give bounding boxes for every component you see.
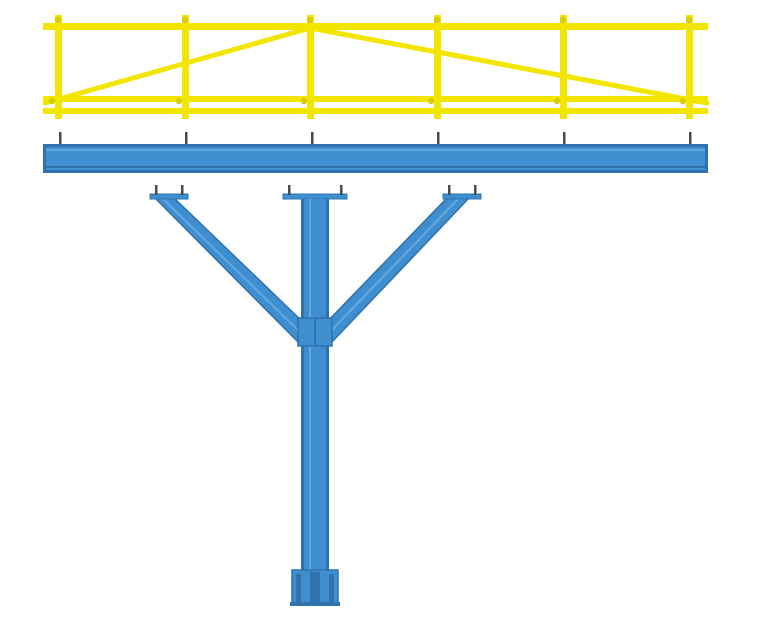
support-column bbox=[297, 199, 333, 599]
railing-post bbox=[560, 15, 567, 119]
railing-joints bbox=[48, 16, 693, 105]
right-cap-plate bbox=[442, 185, 482, 200]
railing-frame bbox=[42, 15, 710, 119]
railing-post bbox=[686, 15, 693, 119]
railing-bottom-rail bbox=[43, 108, 708, 114]
center-cap-plate bbox=[282, 185, 348, 200]
left-strut bbox=[153, 197, 307, 344]
anchor-bolt bbox=[437, 132, 440, 144]
right-strut bbox=[323, 197, 471, 344]
railing-mid-rail bbox=[43, 96, 708, 102]
anchor-bolt bbox=[59, 132, 62, 144]
railing-top-rail bbox=[43, 23, 708, 30]
railing-post bbox=[55, 15, 62, 119]
railing-post bbox=[434, 15, 441, 119]
railing-post bbox=[307, 15, 314, 119]
support-cap-plates bbox=[149, 185, 482, 200]
main-beam bbox=[43, 144, 708, 173]
railing-diagonal-brace-left bbox=[42, 25, 313, 106]
anchor-bolt bbox=[563, 132, 566, 144]
left-cap-plate bbox=[149, 185, 189, 200]
anchor-bolt bbox=[689, 132, 692, 144]
railing-post bbox=[182, 15, 189, 119]
anchor-bolt bbox=[311, 132, 314, 144]
beam-anchor-bolts bbox=[59, 132, 692, 144]
anchor-bolt bbox=[185, 132, 188, 144]
column-base-plate bbox=[290, 569, 340, 606]
railing-diagonal-brace-right bbox=[307, 25, 710, 106]
